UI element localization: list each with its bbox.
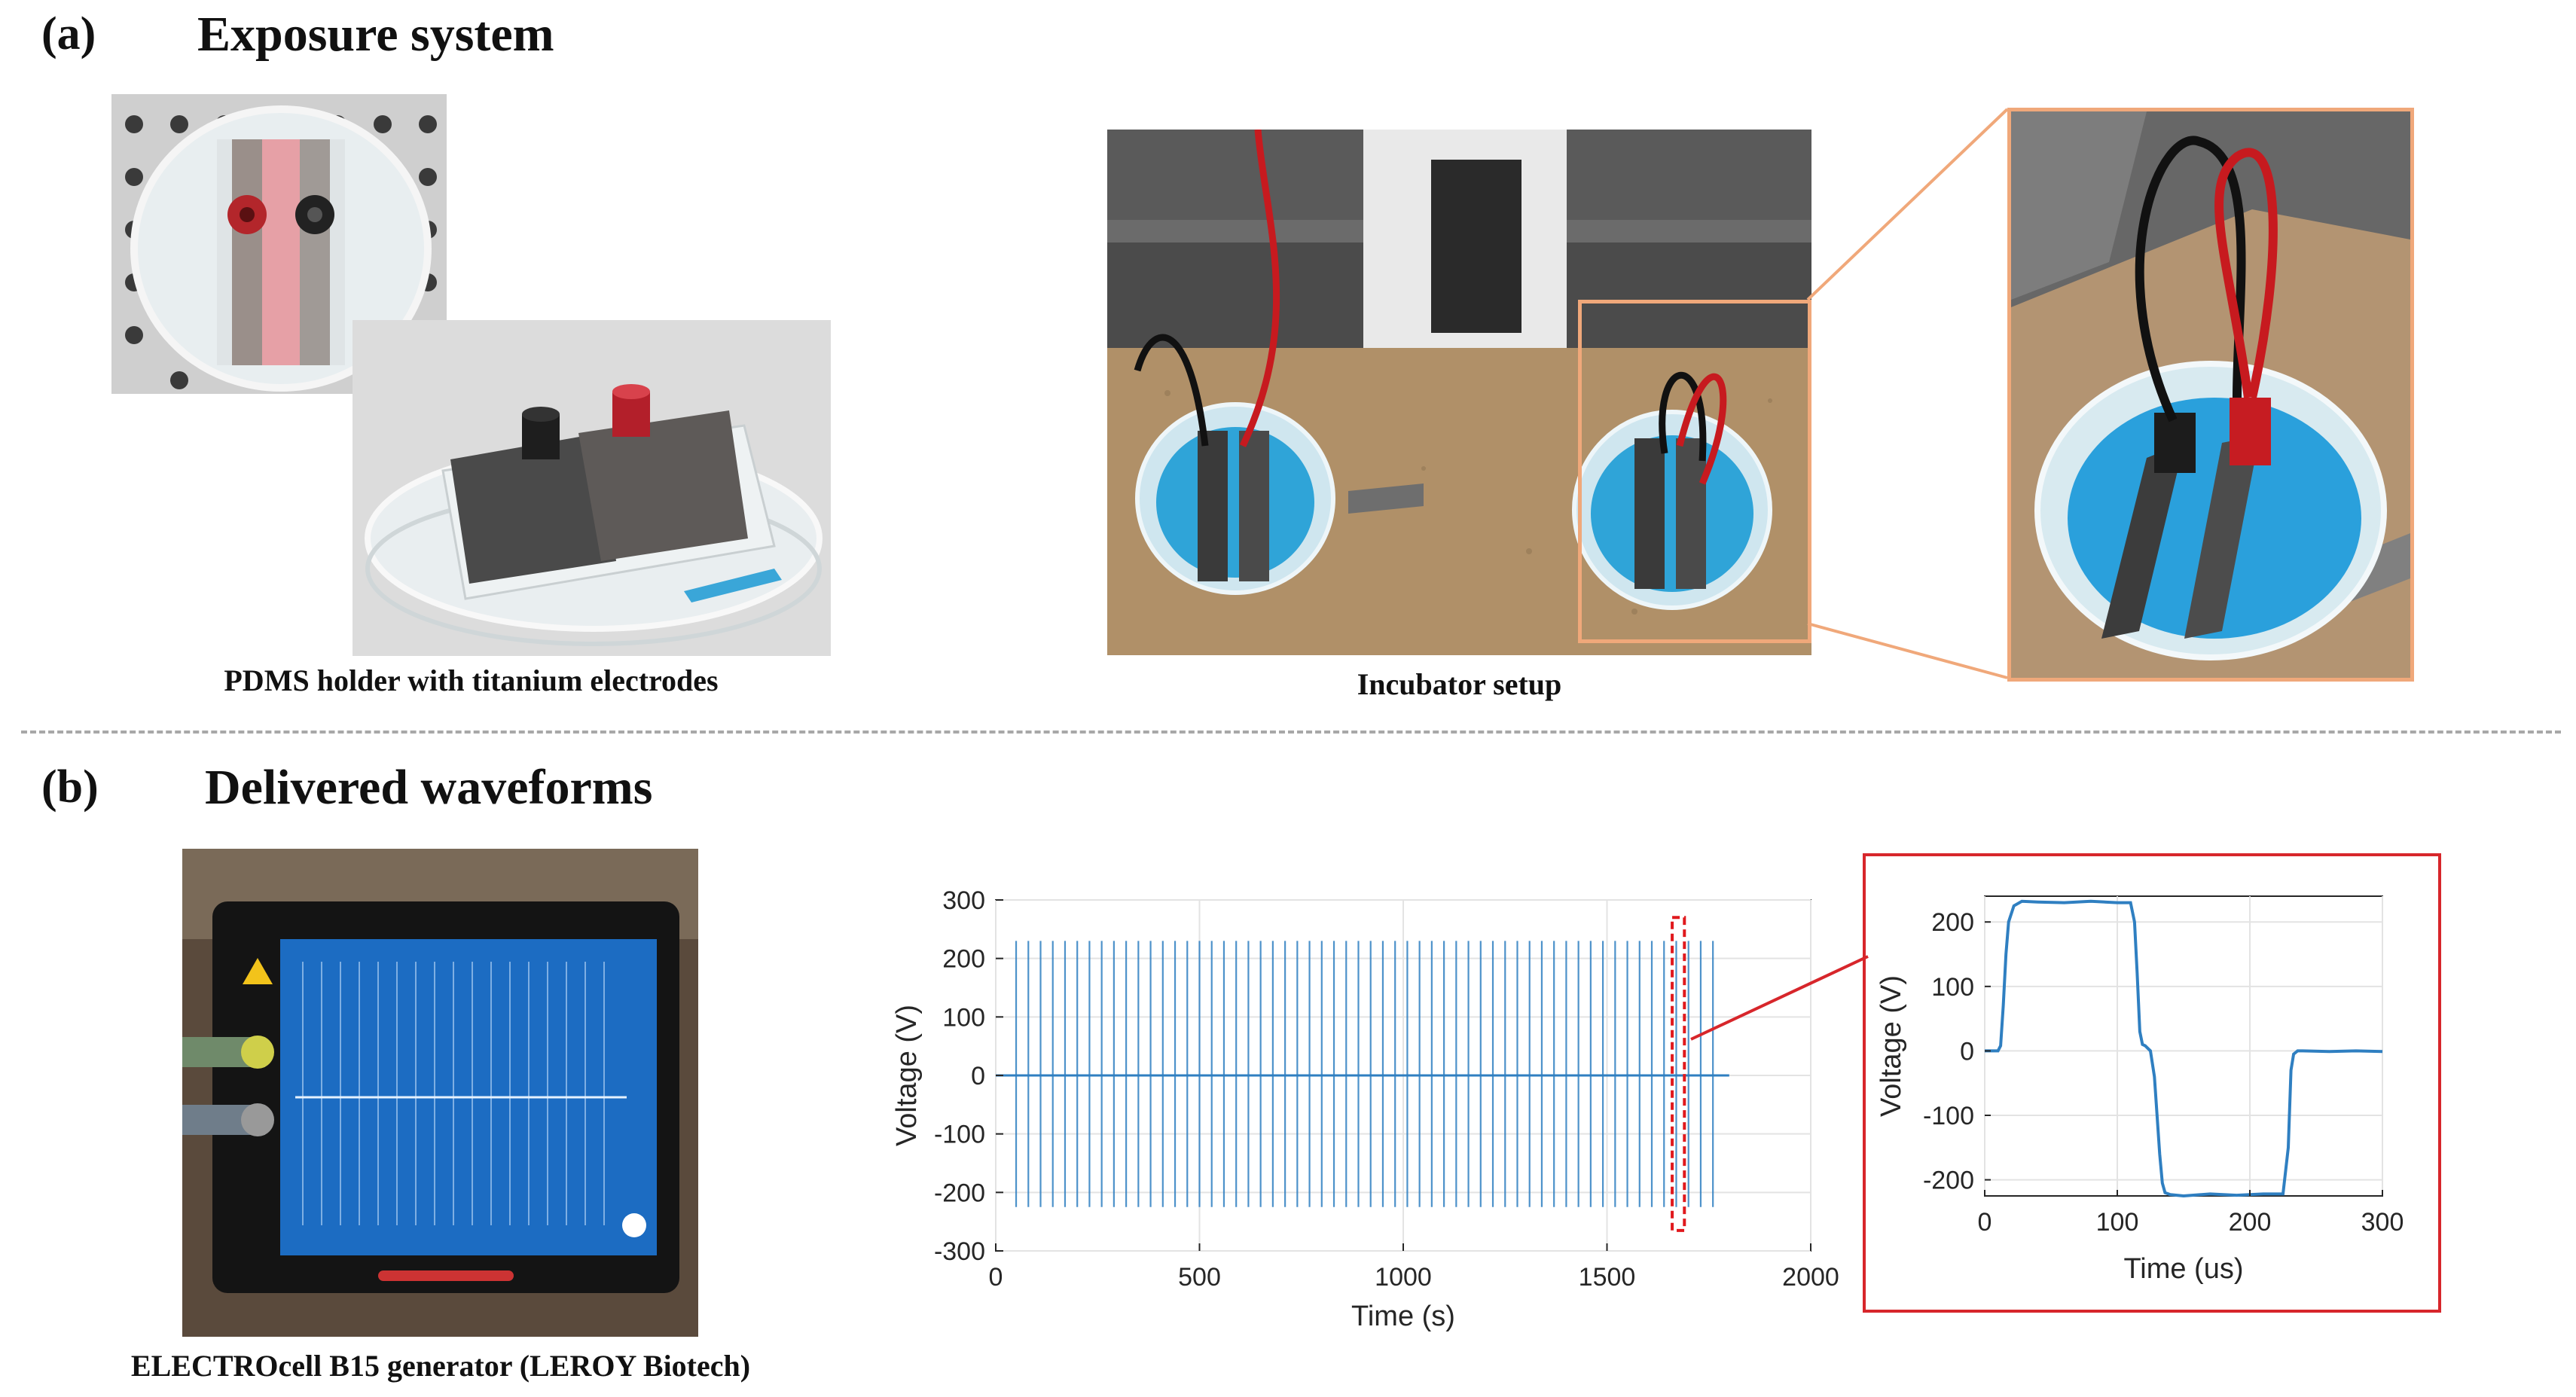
caption-holder: PDMS holder with titanium electrodes bbox=[224, 663, 719, 697]
panel-a-letter: (a) bbox=[41, 8, 96, 59]
main-x-tick-label: 1000 bbox=[1375, 1263, 1432, 1292]
zoomed-dish-photo bbox=[2007, 108, 2414, 682]
highlight-box bbox=[1671, 916, 1686, 1232]
main-x-tick-label: 2000 bbox=[1782, 1263, 1839, 1292]
section-divider bbox=[21, 731, 2561, 734]
caption-incubator: Incubator setup bbox=[1357, 667, 1562, 701]
main-y-tick-label: 200 bbox=[942, 945, 985, 974]
inset-chart-frame bbox=[1863, 853, 2441, 1313]
inset-x-tick-label: 0 bbox=[1978, 1208, 1992, 1237]
main-y-label: Voltage (V) bbox=[891, 1005, 923, 1146]
main-x-tick-label: 0 bbox=[989, 1263, 1003, 1292]
inset-x-ticks: 0 100 200 300 bbox=[1978, 1190, 2404, 1237]
caption-generator: ELECTROcell B15 generator (LEROY Biotech… bbox=[130, 1349, 751, 1383]
main-x-ticks: 0 500 1000 1500 2000 bbox=[989, 1243, 1839, 1292]
inset-y-ticks: -200 -100 0 100 200 bbox=[1923, 908, 1991, 1195]
inset-y-tick-label: 100 bbox=[1931, 973, 1974, 1002]
inset-x-label: Time (us) bbox=[2123, 1253, 2243, 1285]
panel-b-title: Delivered waveforms bbox=[205, 760, 653, 815]
inset-y-label: Voltage (V) bbox=[1876, 975, 1907, 1117]
panel-a-title: Exposure system bbox=[197, 7, 554, 62]
main-y-tick-label: -200 bbox=[934, 1179, 985, 1207]
main-y-tick-label: 300 bbox=[942, 886, 985, 915]
main-y-ticks: -300 -200 -100 0 100 200 300 bbox=[934, 886, 1003, 1266]
inset-x-tick-label: 200 bbox=[2229, 1208, 2272, 1237]
incubator-photo bbox=[1107, 130, 1811, 655]
petri-angled-photo bbox=[353, 320, 831, 656]
panel-b-letter: (b) bbox=[41, 761, 99, 813]
inset-x-tick-label: 100 bbox=[2096, 1208, 2139, 1237]
main-x-tick-label: 500 bbox=[1178, 1263, 1221, 1292]
main-x-label: Time (s) bbox=[1351, 1301, 1455, 1332]
main-y-tick-label: 0 bbox=[971, 1062, 985, 1090]
main-y-tick-label: 100 bbox=[942, 1003, 985, 1032]
main-y-tick-label: -100 bbox=[934, 1121, 985, 1149]
inset-connector-line bbox=[1690, 955, 1869, 1041]
main-x-tick-label: 1500 bbox=[1579, 1263, 1636, 1292]
inset-y-tick-label: -200 bbox=[1923, 1167, 1974, 1195]
inset-plot-area bbox=[1984, 895, 2383, 1197]
inset-y-tick-label: -100 bbox=[1923, 1102, 1974, 1130]
zoom-connector-lines bbox=[1806, 108, 2009, 679]
generator-photo bbox=[182, 849, 698, 1337]
inset-grid bbox=[1984, 896, 2383, 1196]
inset-x-tick-label: 300 bbox=[2361, 1208, 2404, 1237]
inset-y-tick-label: 0 bbox=[1960, 1037, 1974, 1066]
petri-top-photo bbox=[111, 94, 447, 394]
main-pulses bbox=[1015, 941, 1714, 1207]
incubator-highlight-frame bbox=[1578, 300, 1811, 643]
inset-voltage-chart: 0 100 200 300 -200 -100 0 100 200 Time (us) Vol… bbox=[1876, 895, 2404, 1285]
main-y-tick-label: -300 bbox=[934, 1237, 985, 1266]
inset-y-tick-label: 200 bbox=[1931, 908, 1974, 937]
inset-waveform-line bbox=[1985, 899, 2383, 1198]
